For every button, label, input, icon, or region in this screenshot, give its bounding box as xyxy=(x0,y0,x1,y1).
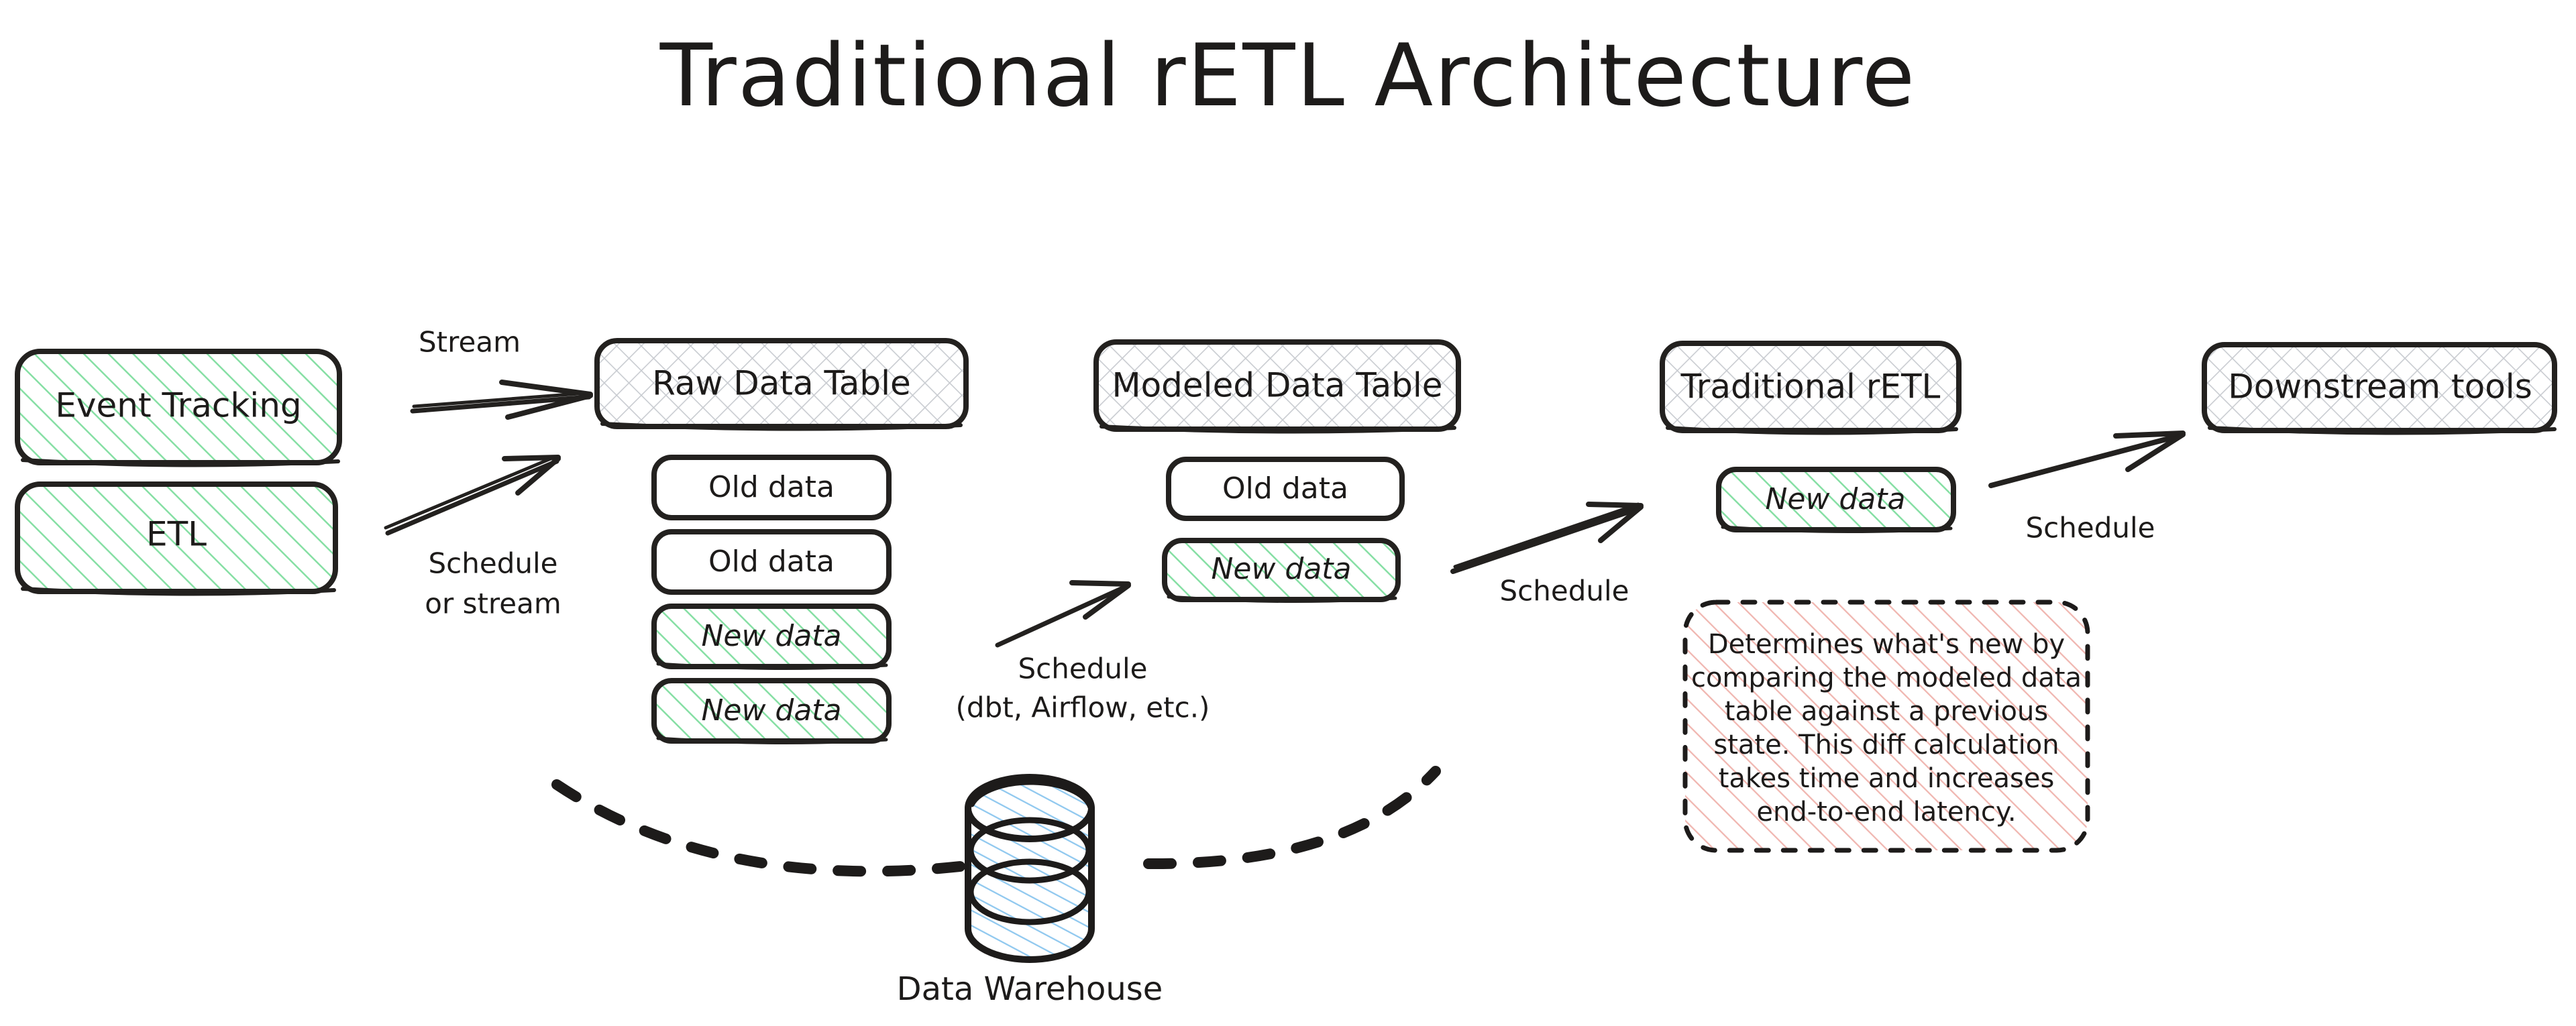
row-label: New data xyxy=(1211,552,1351,586)
sketch-underline xyxy=(1167,595,1397,604)
row-label: New data xyxy=(1765,482,1905,516)
edge-label-stream: Stream xyxy=(419,326,521,359)
column-raw-data-table: Raw Data Table Old data Old data New dat… xyxy=(594,338,969,745)
cylinder-side xyxy=(965,805,1095,963)
edge-label-schedule-tools-1: Schedule xyxy=(1018,652,1148,685)
header-box-modeled-data-table[interactable]: Modeled Data Table xyxy=(1093,339,1461,434)
note-line: table against a previous xyxy=(1725,696,2048,727)
edge-label-schedule-tools-2: (dbt, Airflow, etc.) xyxy=(956,691,1210,724)
source-box-shape xyxy=(15,481,338,594)
warehouse-connector-right xyxy=(1143,766,1441,870)
row-label: Old data xyxy=(708,545,835,579)
sink-box-downstream-tools[interactable]: Downstream tools xyxy=(2202,342,2557,435)
note-line: end-to-end latency. xyxy=(1756,797,2016,828)
row-box[interactable]: Old data xyxy=(651,529,892,595)
source-box-etl[interactable]: ETL xyxy=(15,481,338,596)
header-box-traditional-retl[interactable]: Traditional rETL xyxy=(1660,341,1962,435)
warehouse-connector-left xyxy=(551,779,966,877)
note-line: comparing the modeled data xyxy=(1691,663,2082,693)
column-modeled-data-table: Modeled Data Table Old data New data xyxy=(1093,339,1461,604)
warehouse-label: Data Warehouse xyxy=(897,970,1163,1008)
row-label: New data xyxy=(701,619,841,653)
row-box[interactable]: Old data xyxy=(651,455,892,520)
sketch-underline xyxy=(2208,426,2557,435)
note-box[interactable]: Determines what's new by comparing the m… xyxy=(1682,600,2090,853)
note-box-shape xyxy=(1682,600,2090,853)
header-box-raw-data-table[interactable]: Raw Data Table xyxy=(594,338,969,431)
note-line: takes time and increases xyxy=(1719,763,2055,794)
row-box[interactable]: New data xyxy=(1716,467,1956,534)
row-label: New data xyxy=(701,693,841,728)
sketch-underline xyxy=(656,662,888,671)
sketch-underline xyxy=(1099,424,1456,434)
source-label: ETL xyxy=(146,515,207,554)
page-title: Traditional rETL Architecture xyxy=(659,26,1916,126)
row-box-shape xyxy=(651,455,892,520)
sketch-underline xyxy=(21,587,336,596)
header-box-shape xyxy=(594,338,969,429)
row-box[interactable]: Old data xyxy=(1166,457,1405,521)
row-label: Old data xyxy=(708,470,835,504)
arrow-stream xyxy=(410,380,593,420)
column-traditional-retl: Traditional rETL New data xyxy=(1660,341,1962,534)
source-box-shape xyxy=(15,349,342,465)
row-label: Old data xyxy=(1222,471,1348,506)
edge-label-schedule-retl-to-downstream: Schedule xyxy=(2026,512,2155,545)
header-label: Raw Data Table xyxy=(652,364,911,403)
row-box[interactable]: New data xyxy=(651,604,892,671)
arrow-schedule-or-stream xyxy=(384,455,561,536)
edge-label-schedule-modeled-to-retl: Schedule xyxy=(1500,575,1629,608)
note-line: Determines what's new by xyxy=(1708,629,2065,660)
data-warehouse-cylinder[interactable]: Data Warehouse xyxy=(897,774,1163,1008)
sketch-underline xyxy=(1721,525,1953,534)
header-label: Traditional rETL xyxy=(1680,367,1941,406)
arrow-schedule-tools xyxy=(995,580,1131,648)
edge-label-schedule-or-stream-1: Schedule xyxy=(429,547,558,580)
header-label: Modeled Data Table xyxy=(1112,366,1442,405)
row-box-shape xyxy=(1166,457,1405,521)
sketch-underline xyxy=(600,422,963,431)
cylinder-top-sketch xyxy=(969,780,1093,810)
source-box-event-tracking[interactable]: Event Tracking xyxy=(15,349,342,467)
sketch-underline xyxy=(656,736,888,745)
sketch-underline xyxy=(1666,426,1958,435)
header-box-shape xyxy=(1093,339,1461,432)
arrow-schedule-modeled-to-retl xyxy=(1450,502,1644,574)
source-label: Event Tracking xyxy=(55,386,301,425)
edge-label-schedule-or-stream-2: or stream xyxy=(425,587,561,620)
sketch-underline xyxy=(21,458,340,467)
note-line: state. This diff calculation xyxy=(1713,730,2059,760)
sink-label: Downstream tools xyxy=(2228,367,2532,406)
row-box[interactable]: New data xyxy=(651,678,892,745)
sink-box-shape xyxy=(2202,342,2557,433)
row-box-shape xyxy=(651,529,892,595)
row-box[interactable]: New data xyxy=(1162,538,1401,604)
header-box-shape xyxy=(1660,341,1962,433)
arrow-schedule-retl-to-downstream xyxy=(1988,431,2186,488)
